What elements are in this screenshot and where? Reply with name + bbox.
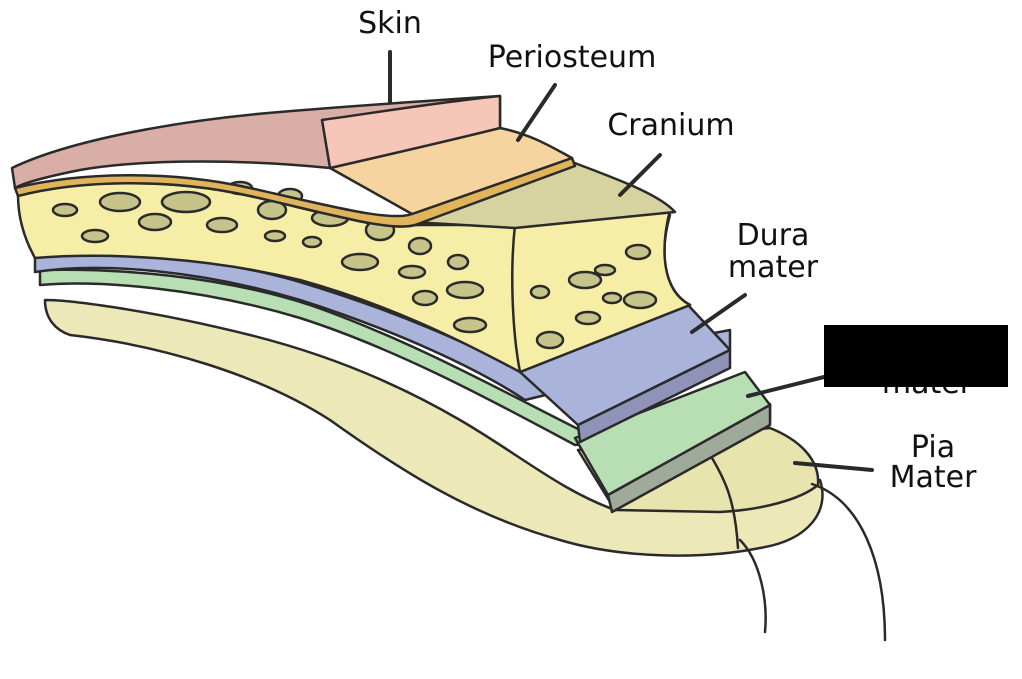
arachnoid-mater-front-edge (606, 403, 772, 514)
nerve-strand-right (810, 482, 887, 642)
dura-mater-label-line1: Dura (736, 218, 810, 253)
cranium-top (410, 160, 677, 230)
periosteum-layer (328, 126, 574, 216)
pia-mater-leader-line (793, 461, 874, 472)
periosteum-label: Periosteum (487, 40, 657, 75)
brain-tissue (43, 298, 824, 557)
redaction-box (824, 325, 1008, 387)
nerve-strand-left (738, 538, 767, 634)
skin-label: Skin (358, 6, 422, 41)
arachnoid-mater-leader-line (746, 374, 830, 398)
dura-mater-label-line2: mater (727, 250, 819, 285)
cranium-front-face (413, 208, 692, 374)
cranium-leader-line (618, 153, 662, 197)
pia-mater-label-line1: Pia (910, 430, 956, 465)
dura-mater-leader-line (690, 293, 747, 334)
pia-mater-label-line2: Mater (889, 460, 977, 495)
dura-mater-front-edge (576, 348, 732, 444)
periosteum-band (13, 156, 577, 228)
periosteum-leader-line (516, 83, 557, 142)
pia-fold-line (710, 456, 740, 550)
skin-front-face (320, 94, 502, 170)
cranium-label: Cranium (607, 108, 735, 143)
